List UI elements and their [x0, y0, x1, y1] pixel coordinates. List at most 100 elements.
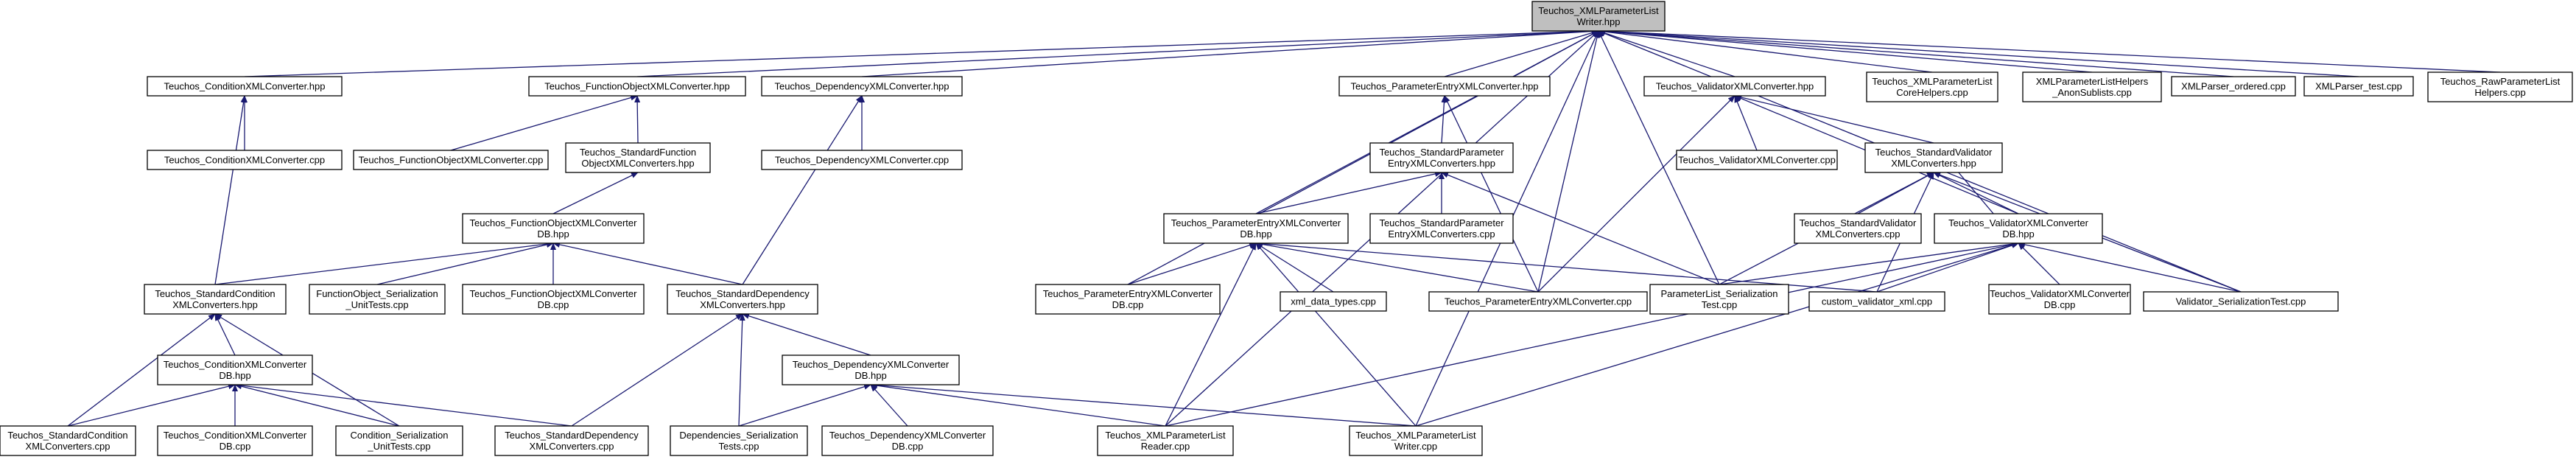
- file-node-xmldata[interactable]: xml_data_types.cpp: [1280, 291, 1387, 312]
- edge-xmltest-to-root: [1598, 28, 2359, 77]
- edge-reader-to-valdb_hpp: [1165, 241, 2019, 427]
- node-label-line: Teuchos_ValidatorXMLConverter.cpp: [1678, 155, 1836, 166]
- file-node-stdcond-hpp[interactable]: Teuchos_StandardConditionXMLConverters.h…: [144, 284, 287, 315]
- node-box: [309, 284, 446, 315]
- node-label-line: Condition_Serialization: [351, 430, 449, 441]
- file-node-funcconv-cpp[interactable]: Teuchos_FunctionObjectXMLConverter.cpp: [353, 150, 549, 170]
- file-node-xmlordered[interactable]: XMLParser_ordered.cpp: [2171, 76, 2296, 97]
- node-box: [1676, 150, 1838, 170]
- dependency-edge: [870, 384, 908, 427]
- edge-rawhelpers-to-root: [1598, 28, 2501, 73]
- dependency-edge: [738, 383, 871, 427]
- dependency-edge: [870, 382, 1417, 427]
- dependency-edge: [1255, 240, 1878, 293]
- edge-peconv_cpp-to-root: [1537, 30, 1600, 293]
- file-node-stddep-cpp[interactable]: Teuchos_StandardDependencyXMLConverters.…: [494, 425, 649, 456]
- node-box: [1643, 76, 1826, 97]
- node-box: [1934, 213, 2103, 244]
- node-box: [1649, 284, 1789, 315]
- file-node-valser[interactable]: Validator_SerializationTest.cpp: [2143, 291, 2339, 312]
- file-node-stdval-hpp[interactable]: Teuchos_StandardValidatorXMLConverters.h…: [1864, 142, 2003, 173]
- file-node-stdpe-cpp[interactable]: Teuchos_StandardParameterEntryXMLConvert…: [1369, 213, 1514, 244]
- node-box: [1808, 291, 1945, 312]
- node-box: [1280, 291, 1387, 312]
- file-node-funcconv-hpp[interactable]: Teuchos_FunctionObjectXMLConverter.hpp: [528, 76, 746, 97]
- file-node-stdfunc-hpp[interactable]: Teuchos_StandardFunctionObjectXMLConvert…: [565, 142, 711, 173]
- node-box: [353, 150, 549, 170]
- edge-valser-to-valdb_hpp: [2018, 242, 2242, 293]
- dependency-edge: [571, 313, 743, 427]
- dependency-edge: [1415, 242, 2019, 427]
- file-node-condconv-cpp[interactable]: Teuchos_ConditionXMLConverter.cpp: [147, 150, 343, 170]
- file-node-peconv-hpp[interactable]: Teuchos_ParameterEntryXMLConverter.hpp: [1338, 76, 1551, 97]
- file-node-stddep-hpp[interactable]: Teuchos_StandardDependencyXMLConverters.…: [667, 284, 818, 315]
- dependency-edge: [1127, 30, 1599, 285]
- dependency-edge: [376, 242, 554, 285]
- dependency-edge: [1598, 28, 2093, 73]
- edge-depdb_cpp-to-depdb_hpp: [870, 384, 908, 427]
- file-node-plser[interactable]: ParameterList_SerializationTest.cpp: [1649, 284, 1789, 315]
- edge-depconv_hpp-to-root: [861, 28, 1599, 77]
- file-node-customval[interactable]: custom_validator_xml.cpp: [1808, 291, 1945, 312]
- file-node-stdpe-hpp[interactable]: Teuchos_StandardParameterEntryXMLConvert…: [1369, 142, 1514, 173]
- node-label-line: Teuchos_FunctionObjectXMLConverter: [470, 217, 638, 228]
- file-node-depconv-cpp[interactable]: Teuchos_DependencyXMLConverter.cpp: [761, 150, 963, 170]
- edge-pedb_hpp-to-stdpe_hpp: [1255, 171, 1442, 214]
- dependency-edge: [1441, 172, 1720, 285]
- dependency-edge: [1598, 30, 1720, 285]
- edge-peconv_hpp-to-root: [1444, 29, 1599, 77]
- edge-corehelpers-to-root: [1598, 29, 1933, 73]
- file-node-peconv-cpp[interactable]: Teuchos_ParameterEntryXMLConverter.cpp: [1428, 291, 1648, 312]
- edge-condser-to-conddb_hpp: [234, 383, 400, 427]
- file-node-anonsub[interactable]: XMLParameterListHelpers_AnonSublists.cpp: [2022, 71, 2162, 102]
- node-box: [0, 425, 136, 456]
- node-box: [1794, 213, 1922, 244]
- node-label-line: xml_data_types.cpp: [1291, 296, 1376, 307]
- node-box: [2427, 71, 2573, 102]
- node-label-line: _UnitTests.cpp: [345, 299, 408, 310]
- file-node-condconv-hpp[interactable]: Teuchos_ConditionXMLConverter.hpp: [147, 76, 343, 97]
- edge-stddep_cpp-to-conddb_hpp: [234, 383, 572, 427]
- edge-pedb_cpp-to-root: [1127, 30, 1599, 285]
- edge-funcdb_hpp-to-stdfunc_hpp: [552, 172, 639, 214]
- file-node-stdval-cpp[interactable]: Teuchos_StandardValidatorXMLConverters.c…: [1794, 213, 1922, 244]
- node-label-line: Teuchos_DependencyXMLConverter: [829, 430, 986, 441]
- file-node-valconv-hpp[interactable]: Teuchos_ValidatorXMLConverter.hpp: [1643, 76, 1826, 97]
- file-node-depconv-hpp[interactable]: Teuchos_DependencyXMLConverter.hpp: [761, 76, 963, 97]
- file-node-valconv-cpp[interactable]: Teuchos_ValidatorXMLConverter.cpp: [1676, 150, 1838, 170]
- dependency-edge: [1441, 95, 1447, 144]
- file-node-xmltest[interactable]: XMLParser_test.cpp: [2303, 76, 2414, 97]
- node-box: [1866, 71, 1998, 102]
- file-node-stdcond-cpp[interactable]: Teuchos_StandardConditionXMLConverters.c…: [0, 425, 136, 456]
- node-label-line: Teuchos_XMLParameterList: [1105, 430, 1226, 441]
- node-label-line: Teuchos_StandardParameter: [1379, 147, 1504, 158]
- dependency-edge: [861, 28, 1599, 77]
- edge-depdb_hpp-to-stddep_hpp: [742, 312, 871, 356]
- edge-stdcond_cpp-to-conddb_hpp: [67, 383, 236, 427]
- node-box: [462, 213, 645, 244]
- node-label-line: XMLParser_test.cpp: [2315, 81, 2402, 92]
- edge-valdb_cpp-to-valdb_hpp: [2018, 242, 2060, 285]
- node-label-line: XMLConverters.cpp: [26, 441, 110, 452]
- node-label-line: FunctionObject_Serialization: [316, 288, 438, 299]
- dependency-edge: [67, 383, 236, 427]
- file-node-funcser[interactable]: FunctionObject_Serialization_UnitTests.c…: [309, 284, 446, 315]
- file-node-condser[interactable]: Condition_Serialization_UnitTests.cpp: [335, 425, 463, 456]
- node-label-line: DB.cpp: [2044, 299, 2076, 310]
